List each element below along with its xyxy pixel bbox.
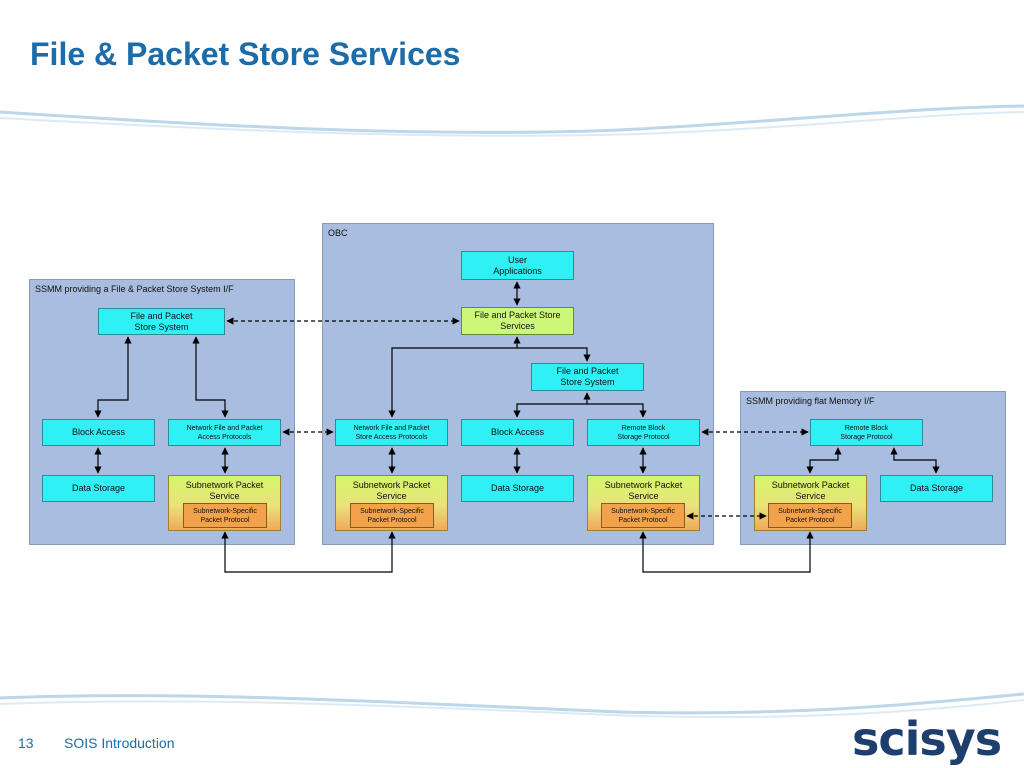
left-data-storage-box: Data Storage bbox=[42, 475, 155, 502]
obc-subnetwork-protocol-box-1: Subnetwork-Specific Packet Protocol bbox=[350, 503, 434, 528]
obc-block-access-box: Block Access bbox=[461, 419, 574, 446]
footer-title: SOIS Introduction bbox=[64, 735, 175, 751]
left-ssmm-panel-label: SSMM providing a File & Packet Store Sys… bbox=[35, 284, 234, 294]
scisys-logo: scisys bbox=[852, 712, 1002, 766]
obc-fps-services-box: File and Packet Store Services bbox=[461, 307, 574, 335]
left-subnetwork-protocol-box: Subnetwork-Specific Packet Protocol bbox=[183, 503, 267, 528]
right-remote-block-box: Remote Block Storage Protocol bbox=[810, 419, 923, 446]
obc-subnetwork-protocol-box-2: Subnetwork-Specific Packet Protocol bbox=[601, 503, 685, 528]
left-network-protocols-box: Network File and Packet Access Protocols bbox=[168, 419, 281, 446]
obc-remote-block-box: Remote Block Storage Protocol bbox=[587, 419, 700, 446]
obc-user-applications-box: User Applications bbox=[461, 251, 574, 280]
obc-fps-system-box: File and Packet Store System bbox=[531, 363, 644, 391]
right-subnetwork-protocol-box: Subnetwork-Specific Packet Protocol bbox=[768, 503, 852, 528]
obc-panel-label: OBC bbox=[328, 228, 348, 238]
right-ssmm-panel: SSMM providing flat Memory I/F bbox=[740, 391, 1006, 545]
left-fps-system-box: File and Packet Store System bbox=[98, 308, 225, 335]
left-block-access-box: Block Access bbox=[42, 419, 155, 446]
obc-network-protocols-box: Network File and Packet Store Access Pro… bbox=[335, 419, 448, 446]
right-data-storage-box: Data Storage bbox=[880, 475, 993, 502]
obc-data-storage-box: Data Storage bbox=[461, 475, 574, 502]
right-ssmm-panel-label: SSMM providing flat Memory I/F bbox=[746, 396, 875, 406]
page-number: 13 bbox=[18, 735, 34, 751]
slide-title: File & Packet Store Services bbox=[30, 36, 461, 72]
